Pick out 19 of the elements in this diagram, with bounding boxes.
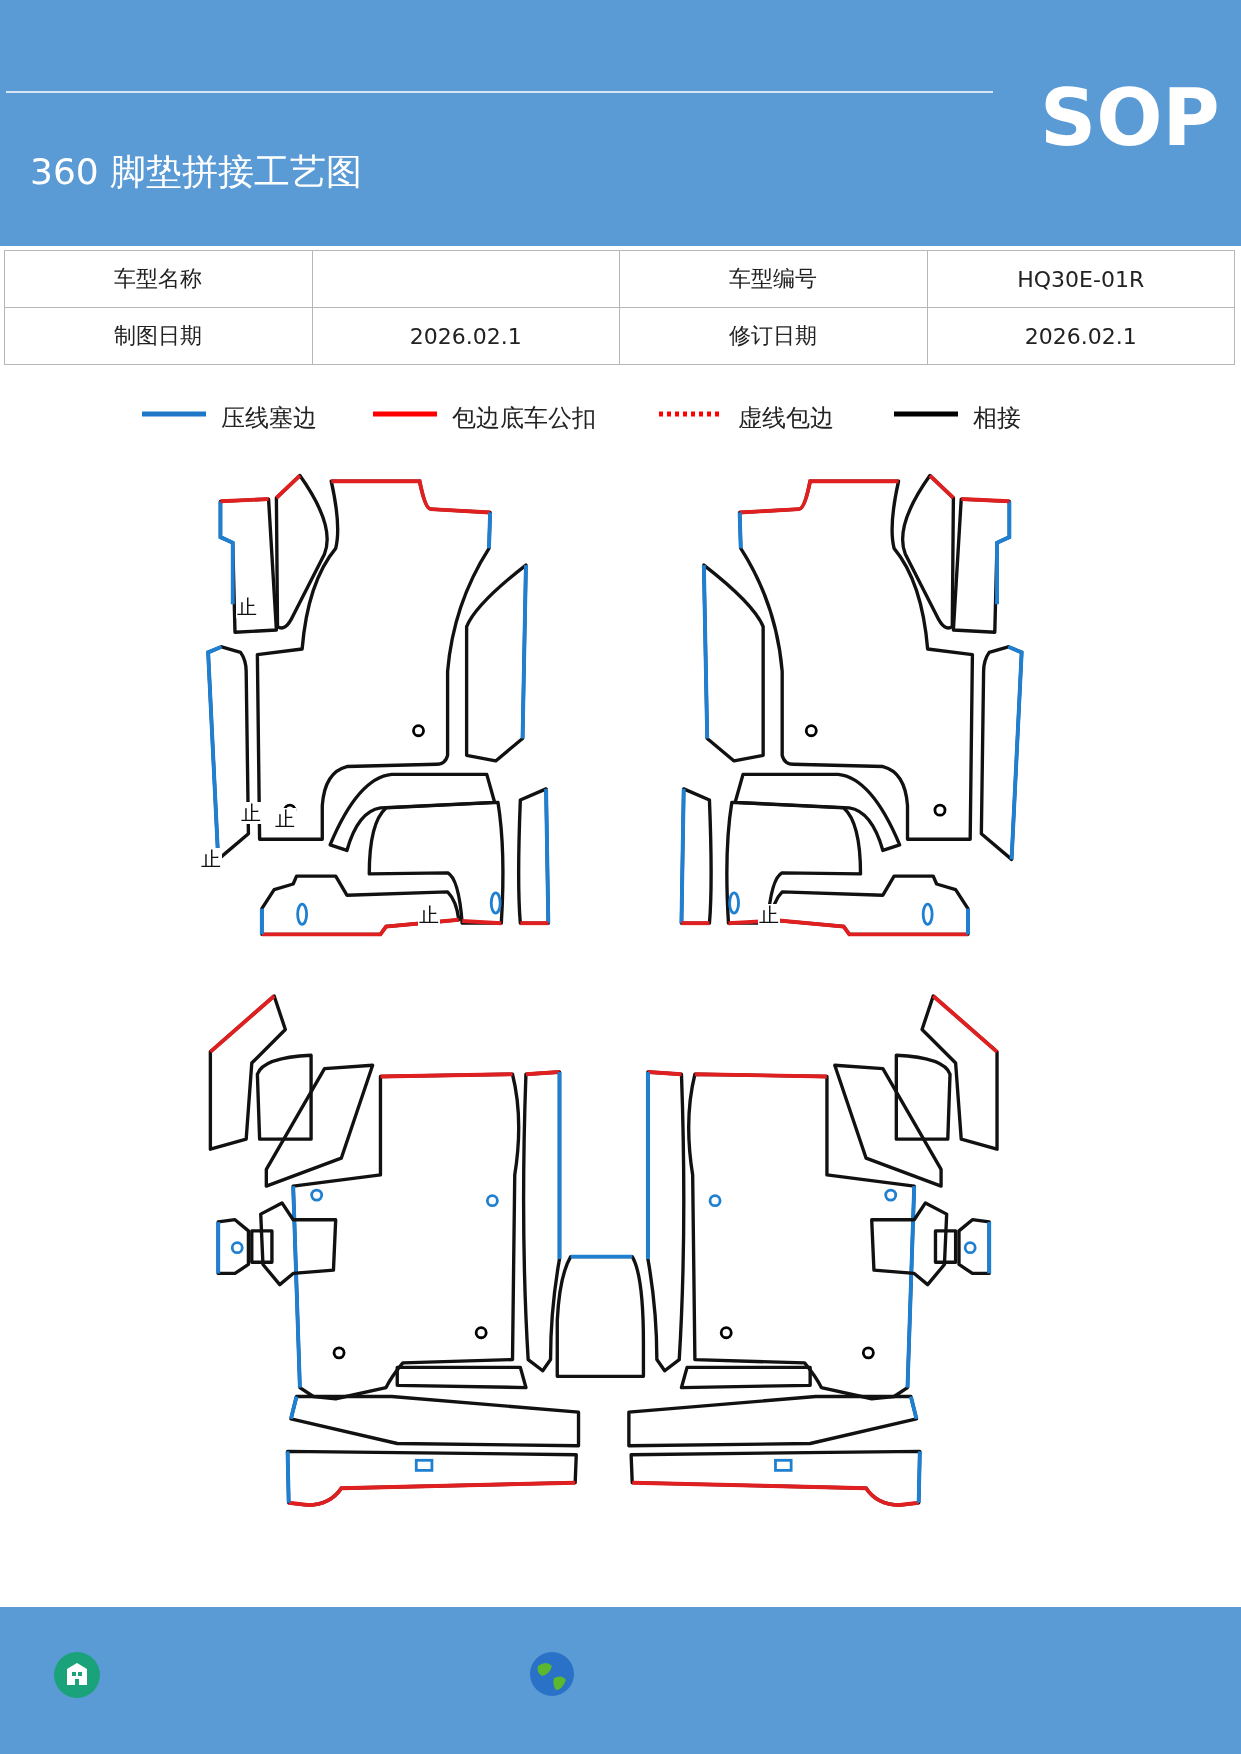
table-cell: 制图日期 — [4, 307, 312, 365]
document-type-heading: SOP — [1040, 72, 1220, 165]
legend-label: 包边底车公扣 — [452, 403, 596, 434]
table-cell: 修订日期 — [619, 307, 927, 365]
stop-mark: 止 — [758, 904, 780, 926]
stop-mark: 止 — [274, 808, 296, 830]
legend-label: 相接 — [973, 403, 1021, 434]
stop-mark: 止 — [240, 802, 262, 824]
table-cell: HQ30E-01R — [927, 250, 1235, 308]
legend-label: 压线塞边 — [221, 403, 317, 434]
legend-label: 虚线包边 — [738, 403, 834, 434]
page-title: 360 脚垫拼接工艺图 — [30, 150, 363, 194]
table-cell: 车型编号 — [619, 250, 927, 308]
stop-mark: 止 — [200, 848, 222, 870]
stop-mark: 止 — [236, 596, 258, 618]
table-cell: 车型名称 — [4, 250, 312, 308]
table-cell: 2026.02.1 — [312, 307, 620, 365]
stop-mark: 止 — [418, 904, 440, 926]
table-cell: 2026.02.1 — [927, 307, 1235, 365]
